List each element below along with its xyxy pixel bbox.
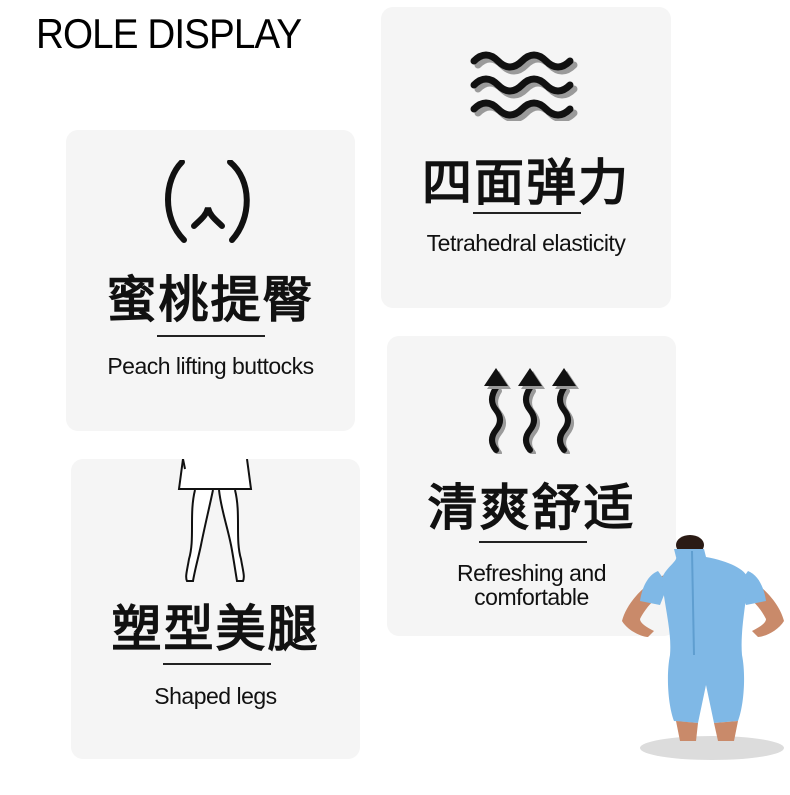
feature-card-peach: 蜜桃提臀 Peach lifting buttocks bbox=[66, 130, 355, 431]
feature-card-fresh: 清爽舒适 Refreshing and comfortable bbox=[387, 336, 676, 636]
legs-icon bbox=[175, 459, 257, 585]
divider bbox=[163, 663, 271, 665]
product-model-image bbox=[618, 535, 790, 765]
feature-title-en: Shaped legs bbox=[154, 683, 277, 709]
divider bbox=[157, 335, 265, 337]
feature-card-legs: 塑型美腿 Shaped legs bbox=[71, 459, 360, 759]
feature-title-en-line1: Refreshing and bbox=[457, 560, 607, 586]
feature-title-zh: 塑型美腿 bbox=[111, 600, 320, 658]
feature-title-en: Tetrahedral elasticity bbox=[426, 230, 626, 256]
feature-title-zh: 蜜桃提臀 bbox=[106, 271, 315, 329]
wave-icon bbox=[468, 47, 578, 121]
feature-title-zh: 四面弹力 bbox=[422, 154, 630, 212]
page-title: ROLE DISPLAY bbox=[36, 10, 302, 57]
feature-title-en-line2: comfortable bbox=[474, 584, 589, 610]
feature-card-elastic: 四面弹力 Tetrahedral elasticity bbox=[381, 7, 671, 308]
airflow-arrows-icon bbox=[480, 366, 580, 454]
buttocks-icon bbox=[160, 160, 260, 246]
feature-title-en: Peach lifting buttocks bbox=[107, 353, 314, 379]
feature-title-zh: 清爽舒适 bbox=[427, 479, 636, 537]
divider bbox=[473, 212, 581, 214]
divider bbox=[479, 541, 587, 543]
